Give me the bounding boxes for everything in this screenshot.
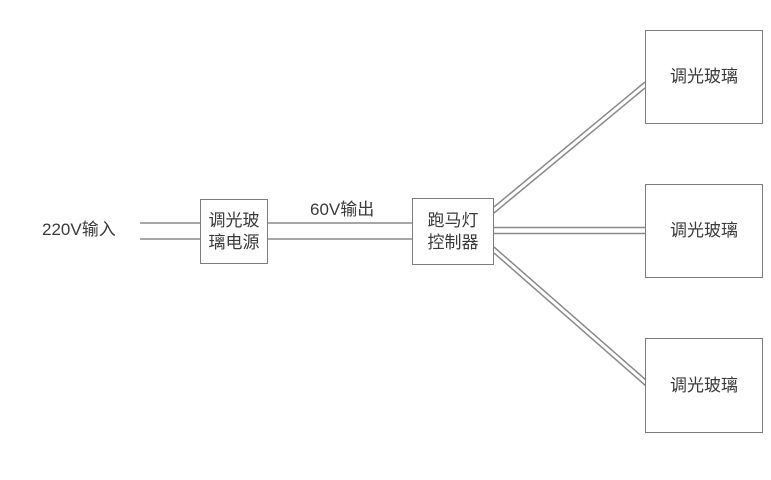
wire-to-glass-bottom bbox=[493, 246, 647, 387]
dimming-glass-box-bottom: 调光玻璃 bbox=[645, 338, 763, 433]
wire-input-pair bbox=[140, 222, 200, 240]
power-supply-box: 调光玻 璃电源 bbox=[200, 199, 268, 264]
controller-label-line2: 控制器 bbox=[427, 232, 479, 252]
dimming-glass-box-top: 调光玻璃 bbox=[645, 30, 763, 124]
wire-output-pair bbox=[268, 222, 412, 240]
power-supply-label-line1: 调光玻 bbox=[208, 210, 260, 230]
wire-to-glass-middle bbox=[494, 226, 645, 235]
controller-label-line1: 跑马灯 bbox=[427, 210, 479, 230]
marquee-controller-box: 跑马灯 控制器 bbox=[412, 198, 494, 265]
power-supply-label-line2: 璃电源 bbox=[208, 232, 260, 252]
input-voltage-label: 220V输入 bbox=[42, 220, 116, 239]
dimming-glass-middle-label: 调光玻璃 bbox=[670, 221, 738, 240]
dimming-glass-box-middle: 调光玻璃 bbox=[645, 184, 763, 278]
dimming-glass-bottom-label: 调光玻璃 bbox=[670, 375, 738, 395]
output-voltage-label: 60V输出 bbox=[310, 200, 375, 219]
dimming-glass-top-label: 调光玻璃 bbox=[670, 67, 738, 86]
wire-to-glass-top bbox=[493, 81, 646, 214]
